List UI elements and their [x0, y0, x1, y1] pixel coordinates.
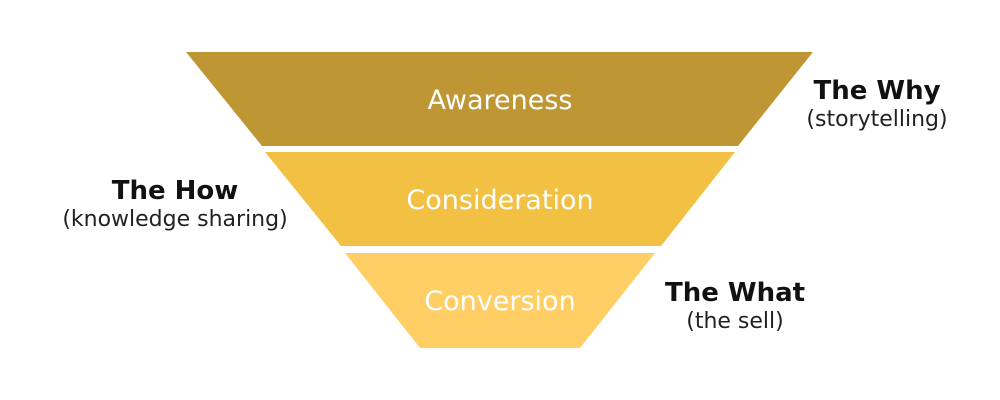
funnel-stage-consideration	[265, 152, 735, 246]
note-the-what-subtitle: (the sell)	[686, 309, 784, 334]
note-the-how-subtitle: (knowledge sharing)	[62, 207, 288, 232]
note-the-why-subtitle: (storytelling)	[806, 107, 948, 132]
funnel-stage-consideration-label: Consideration	[406, 185, 593, 216]
note-the-how: The How (knowledge sharing)	[30, 176, 320, 234]
funnel-stage-awareness-label: Awareness	[428, 85, 573, 116]
funnel-stage-conversion-label: Conversion	[424, 286, 575, 317]
note-the-what-title: The What	[664, 278, 806, 308]
funnel-stage-awareness	[186, 52, 813, 146]
note-the-why-title: The Why	[813, 76, 941, 106]
note-the-what: The What (the sell)	[640, 278, 830, 336]
note-the-how-title: The How	[111, 176, 239, 206]
note-the-why: The Why (storytelling)	[782, 76, 972, 134]
funnel-stage-conversion	[345, 253, 655, 348]
